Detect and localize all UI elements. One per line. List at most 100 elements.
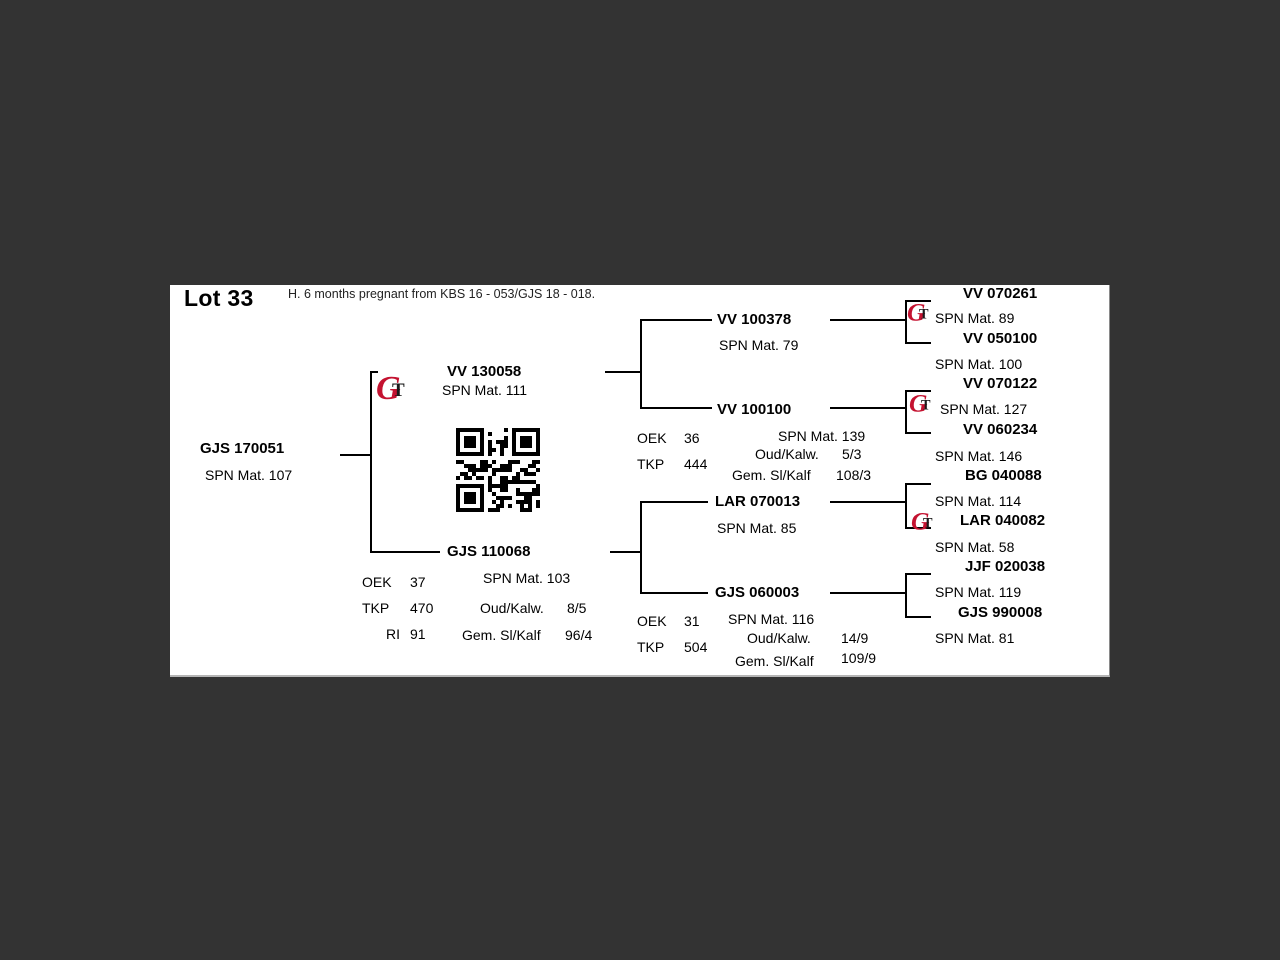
gt-logo-t: T	[919, 306, 929, 322]
ancestor-name: GJS 990008	[958, 604, 1043, 621]
lot-title: Lot 33	[184, 285, 254, 311]
ancestor-spn: SPN Mat. 146	[935, 448, 1023, 464]
ancestor-spn: SPN Mat. 114	[935, 493, 1022, 509]
dam-dam-stat-value: 504	[684, 639, 708, 655]
ancestor-name: VV 070122	[963, 375, 1038, 392]
sire-dam-stat-label: OEK	[637, 430, 667, 446]
tree-line	[640, 319, 712, 321]
dam-dam-calving-label: Gem. Sl/Kalf	[735, 653, 814, 669]
tree-line	[640, 319, 642, 409]
tree-line	[905, 342, 931, 344]
qr-code-icon	[456, 428, 540, 512]
ancestor-name: VV 050100	[963, 330, 1038, 347]
gt-breed-logo-icon: G T	[909, 389, 936, 422]
gt-logo-g: G	[909, 389, 928, 418]
tree-line	[830, 501, 905, 503]
tree-line	[610, 551, 640, 553]
ancestor-spn: SPN Mat. 81	[935, 630, 1015, 646]
tree-line	[370, 371, 372, 553]
ancestor-spn: SPN Mat. 100	[935, 356, 1023, 372]
dam-stat-label: TKP	[362, 600, 390, 616]
sire-dam-calving-value: 108/3	[836, 467, 872, 483]
tree-line	[370, 551, 440, 553]
tree-line	[370, 371, 378, 373]
dam-sire-spn: SPN Mat. 85	[717, 520, 797, 536]
gt-breed-logo-icon: G T	[376, 370, 412, 413]
gt-logo-t: T	[392, 380, 405, 401]
gt-logo-g: G	[907, 298, 926, 327]
dam-dam-calving-value: 14/9	[841, 630, 869, 646]
tree-line	[905, 300, 931, 302]
ancestor-name: VV 070261	[963, 285, 1038, 302]
dam-dam-stat-label: OEK	[637, 613, 667, 629]
tree-line	[905, 432, 931, 434]
dam-sire-name: LAR 070013	[715, 493, 801, 510]
dam-dam-stat-value: 31	[684, 613, 700, 629]
sire-dam-name: VV 100100	[717, 401, 792, 418]
dam-calving-value: 96/4	[565, 627, 593, 643]
subject-spn: SPN Mat. 107	[205, 467, 293, 483]
tree-line	[340, 454, 370, 456]
sire-sire-spn: SPN Mat. 79	[719, 337, 799, 353]
sire-spn: SPN Mat. 111	[442, 382, 528, 398]
dam-dam-stat-label: TKP	[637, 639, 665, 655]
ancestor-name: BG 040088	[965, 467, 1042, 484]
dam-dam-spn: SPN Mat. 116	[728, 611, 815, 627]
tree-line	[640, 501, 642, 594]
tree-line	[905, 573, 907, 618]
dam-dam-name: GJS 060003	[715, 584, 800, 601]
dam-dam-calving-value: 109/9	[841, 650, 877, 666]
tree-line	[905, 483, 931, 485]
gt-logo-g: G	[376, 370, 401, 407]
dam-dam-calving-label: Oud/Kalw.	[747, 630, 811, 646]
ancestor-name: LAR 040082	[960, 512, 1046, 529]
ancestor-spn: SPN Mat. 119	[935, 584, 1022, 600]
ancestor-name: JJF 020038	[965, 558, 1046, 575]
dam-stat-value: 37	[410, 574, 426, 590]
tree-line	[905, 390, 931, 392]
tree-line	[830, 592, 905, 594]
dam-calving-label: Gem. Sl/Kalf	[462, 627, 541, 643]
tree-line	[905, 616, 931, 618]
gt-logo-t: T	[921, 397, 931, 413]
tree-line	[640, 407, 712, 409]
sire-dam-stat-value: 36	[684, 430, 700, 446]
dam-stat-value: 470	[410, 600, 434, 616]
ancestor-spn: SPN Mat. 127	[940, 401, 1028, 417]
pregnancy-note: H. 6 months pregnant from KBS 16 - 053/G…	[288, 287, 596, 301]
ancestor-name: VV 060234	[963, 421, 1038, 438]
sire-name: VV 130058	[447, 363, 522, 380]
tree-line	[905, 483, 907, 529]
sire-dam-spn: SPN Mat. 139	[778, 428, 866, 444]
tree-line	[905, 300, 907, 344]
subject-name: GJS 170051	[200, 440, 285, 457]
sire-dam-calving-value: 5/3	[842, 446, 862, 462]
dam-spn: SPN Mat. 103	[483, 570, 571, 586]
dam-calving-label: Oud/Kalw.	[480, 600, 544, 616]
sire-dam-stat-label: TKP	[637, 456, 665, 472]
ancestor-spn: SPN Mat. 89	[935, 310, 1015, 326]
tree-line	[905, 573, 931, 575]
pedigree-panel: Lot 33 H. 6 months pregnant from KBS 16 …	[170, 285, 1110, 677]
tree-line	[830, 407, 905, 409]
ancestor-spn: SPN Mat. 58	[935, 539, 1015, 555]
dam-stat-value: 91	[410, 626, 426, 642]
tree-line	[905, 390, 907, 434]
gt-breed-logo-icon: G T	[911, 507, 938, 540]
dam-stat-label: OEK	[362, 574, 392, 590]
tree-line	[605, 371, 640, 373]
sire-dam-calving-label: Gem. Sl/Kalf	[732, 467, 811, 483]
dam-stat-label: RI	[386, 626, 400, 642]
tree-line	[830, 319, 905, 321]
tree-line	[640, 501, 708, 503]
gt-logo-g: G	[911, 507, 930, 536]
dam-calving-value: 8/5	[567, 600, 587, 616]
gt-logo-t: T	[923, 515, 933, 531]
tree-line	[905, 527, 931, 529]
sire-dam-calving-label: Oud/Kalw.	[755, 446, 819, 462]
tree-line	[640, 592, 708, 594]
dam-name: GJS 110068	[447, 543, 531, 560]
gt-breed-logo-icon: G T	[907, 298, 934, 331]
sire-dam-stat-value: 444	[684, 456, 708, 472]
